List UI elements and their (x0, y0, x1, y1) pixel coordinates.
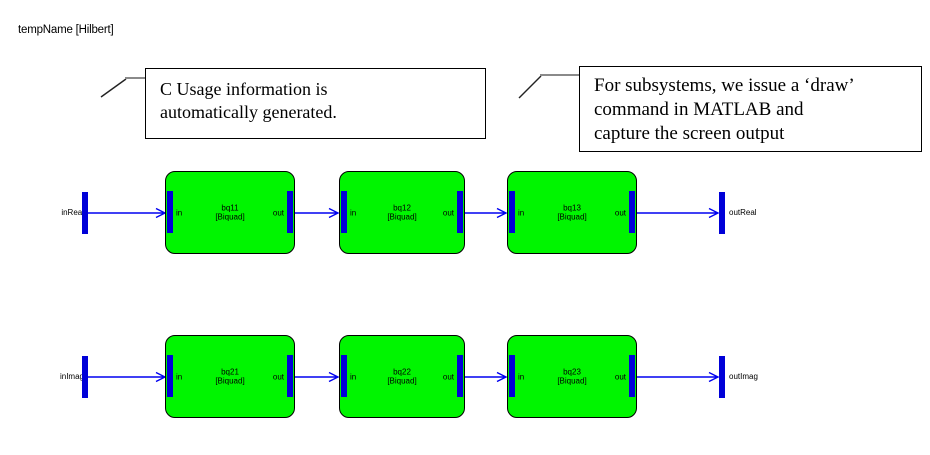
block-label: bq12 [Biquad] (340, 203, 464, 222)
port-out-label: out (442, 208, 454, 217)
port-in-label: in (518, 372, 525, 381)
block-inport-bar[interactable] (341, 191, 347, 233)
port-in-label: in (176, 372, 183, 381)
block-bq11[interactable]: in bq11 [Biquad] out (165, 171, 295, 254)
callout2-leader (518, 74, 579, 99)
input-port-inimag[interactable] (82, 356, 88, 398)
block-outport-bar[interactable] (629, 191, 635, 233)
port-out-label: out (614, 208, 626, 217)
input-port-inreal[interactable] (82, 192, 88, 234)
port-out-label: out (442, 372, 454, 381)
block-outport-bar[interactable] (457, 355, 463, 397)
port-in-label: in (350, 372, 357, 381)
block-label: bq11 [Biquad] (166, 203, 294, 222)
input-label-inreal: inReal (61, 208, 84, 217)
port-in-label: in (176, 208, 183, 217)
block-outport-bar[interactable] (457, 191, 463, 233)
port-out-label: out (272, 372, 284, 381)
block-type: [Biquad] (215, 212, 245, 222)
block-outport-bar[interactable] (287, 355, 293, 397)
port-out-label: out (272, 208, 284, 217)
block-label: bq23 [Biquad] (508, 367, 636, 386)
block-label: bq21 [Biquad] (166, 367, 294, 386)
block-bq23[interactable]: in bq23 [Biquad] out (507, 335, 637, 418)
block-type: [Biquad] (387, 212, 417, 222)
callout-subsystems: For subsystems, we issue a ‘draw’ comman… (579, 66, 922, 152)
block-label: bq22 [Biquad] (340, 367, 464, 386)
block-type: [Biquad] (215, 376, 245, 386)
model-title: tempName [Hilbert] (18, 24, 114, 36)
port-in-label: in (518, 208, 525, 217)
block-bq22[interactable]: in bq22 [Biquad] out (339, 335, 465, 418)
output-label-outimag: outImag (729, 372, 758, 381)
block-inport-bar[interactable] (167, 191, 173, 233)
block-inport-bar[interactable] (167, 355, 173, 397)
output-port-outimag[interactable] (719, 356, 725, 398)
block-bq21[interactable]: in bq21 [Biquad] out (165, 335, 295, 418)
callout1-leader (100, 77, 147, 98)
block-name: bq12 (393, 203, 411, 212)
block-type: [Biquad] (387, 376, 417, 386)
block-type: [Biquad] (557, 376, 587, 386)
block-name: bq22 (393, 367, 411, 376)
callout-c-usage: C Usage information is automatically gen… (145, 68, 486, 139)
block-inport-bar[interactable] (509, 191, 515, 233)
block-inport-bar[interactable] (509, 355, 515, 397)
input-label-inimag: inImag (59, 372, 84, 381)
block-bq13[interactable]: in bq13 [Biquad] out (507, 171, 637, 254)
block-label: bq13 [Biquad] (508, 203, 636, 222)
block-name: bq13 (563, 203, 581, 212)
block-outport-bar[interactable] (629, 355, 635, 397)
block-name: bq23 (563, 367, 581, 376)
port-out-label: out (614, 372, 626, 381)
block-bq12[interactable]: in bq12 [Biquad] out (339, 171, 465, 254)
block-type: [Biquad] (557, 212, 587, 222)
output-port-outreal[interactable] (719, 192, 725, 234)
port-in-label: in (350, 208, 357, 217)
output-label-outreal: outReal (729, 208, 757, 217)
block-outport-bar[interactable] (287, 191, 293, 233)
block-inport-bar[interactable] (341, 355, 347, 397)
block-name: bq21 (221, 367, 239, 376)
block-name: bq11 (221, 203, 239, 212)
